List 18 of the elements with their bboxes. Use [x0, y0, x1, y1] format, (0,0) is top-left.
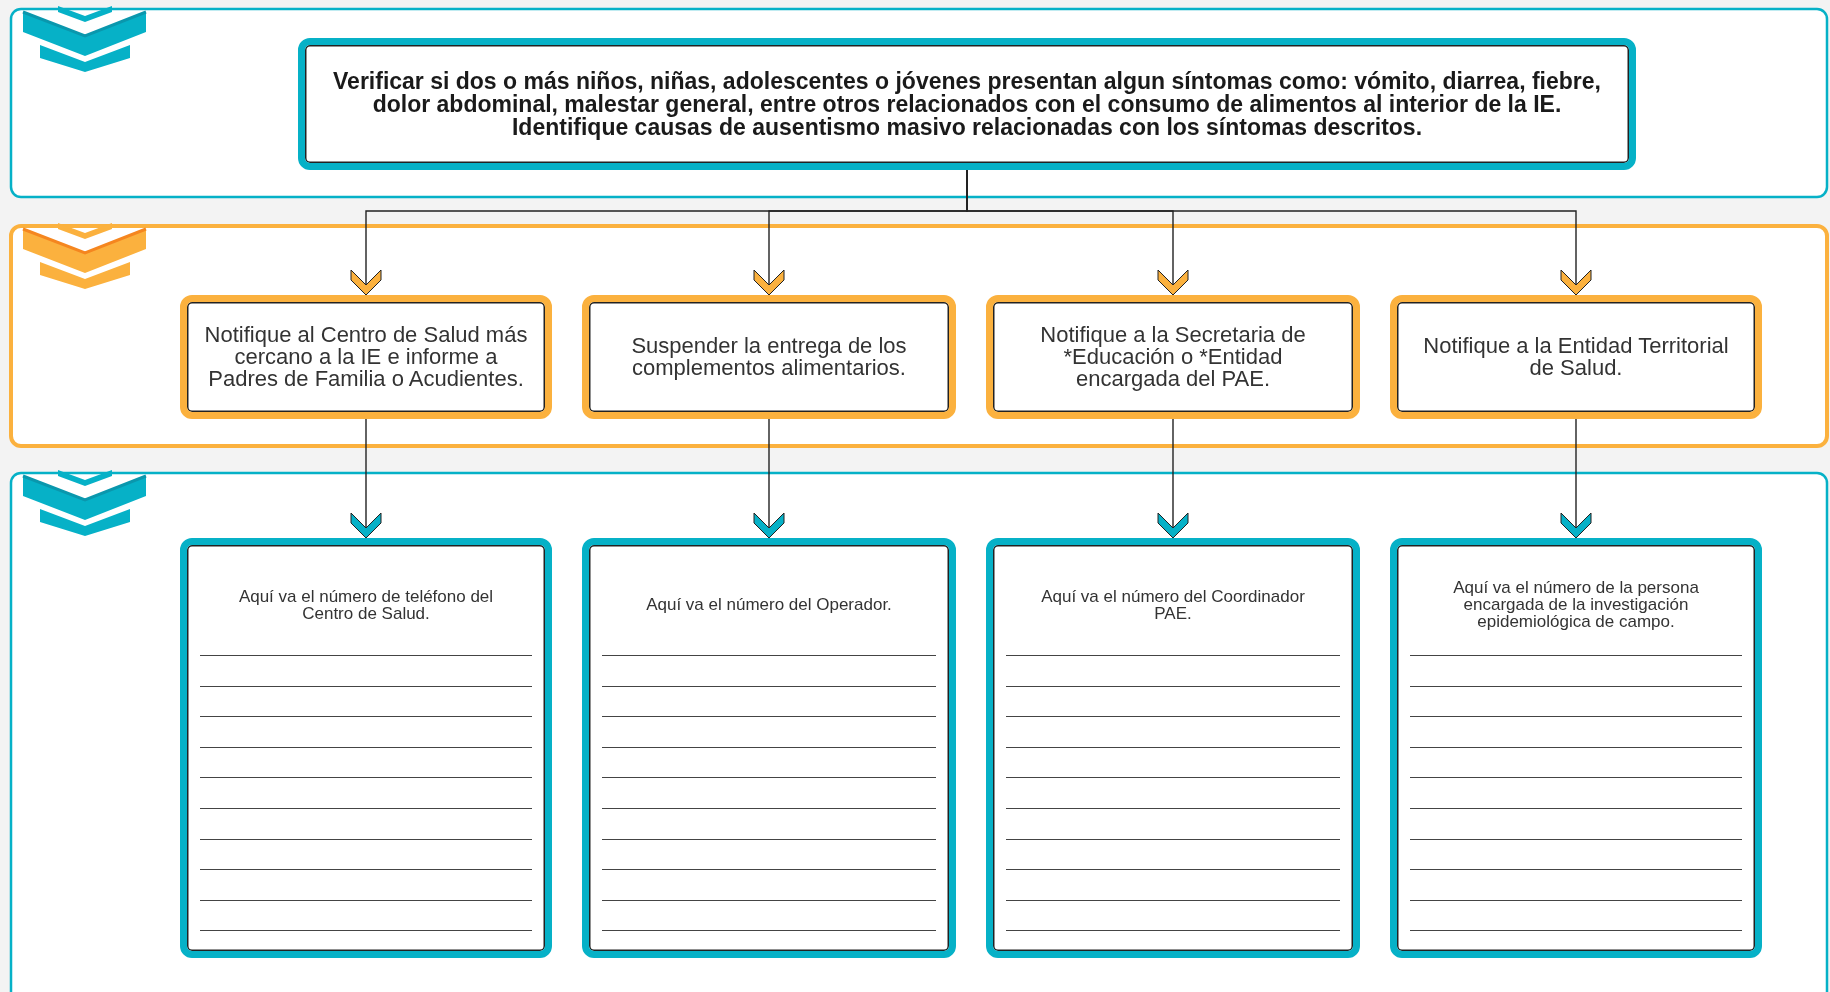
box-text: Verificar si dos o más niños, niñas, adolescentes o jóvenes presentan algun síntomas como: vómito, diarrea, fiebre, dolor abdominal, malestar general, entre otros relacionados con el consumo de alimentos al interior de la IE.: [332, 69, 1602, 116]
box-text: Notifique a la Secretaria de *Educación o *Entidad encargada del PAE.: [1039, 324, 1307, 390]
process-box: [1390, 295, 1762, 419]
process-box: [298, 38, 1636, 170]
box-text: Suspender la entrega de los complementos alimentarios.: [630, 335, 908, 379]
box-text: Aquí va el número de teléfono del Centro de Salud.: [237, 587, 495, 622]
note-card: [1390, 538, 1762, 958]
box-text: Aquí va el número del Operador.: [646, 596, 892, 613]
box-text: Aquí va el número de la persona encargada de la investigación epidemiológica de campo.: [1452, 579, 1700, 630]
note-card: [986, 538, 1360, 958]
box-text: Notifique al Centro de Salud más cercano a la IE e informe a Padres de Familia o Acudientes.: [203, 324, 529, 390]
box-text: Aquí va el número del Coordinador PAE.: [1040, 587, 1306, 622]
note-card: [582, 538, 956, 958]
box-text: Notifique a la Entidad Territorial de Salud.: [1422, 335, 1730, 379]
process-box: [582, 295, 956, 419]
note-card: [180, 538, 552, 958]
process-box: [180, 295, 552, 419]
process-box: [986, 295, 1360, 419]
